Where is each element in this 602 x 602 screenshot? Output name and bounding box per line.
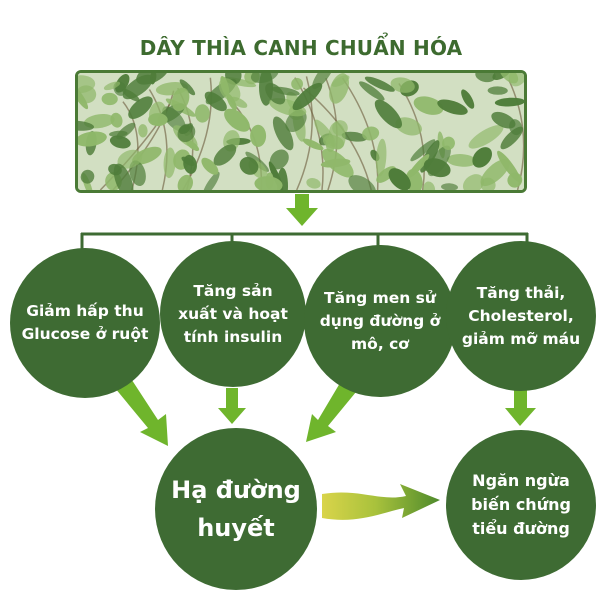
leaf-shape: [204, 91, 227, 112]
leaf-shape: [423, 181, 436, 190]
leaf-shape: [407, 154, 430, 179]
effect-circle-1: Giảm hấp thu Glucose ở ruột: [10, 248, 160, 398]
leaf-shape: [117, 149, 143, 169]
leaf-shape: [446, 154, 477, 167]
leaf-shape: [461, 89, 475, 109]
leaf-shape: [185, 139, 200, 152]
diagram-title: DÂY THÌA CANH CHUẨN HÓA: [139, 36, 463, 60]
effect-circle-3: Tăng men sử dụng đường ở mô, cơ: [304, 245, 456, 397]
leaf-shape: [509, 119, 523, 136]
leaf-shape: [201, 157, 219, 175]
leaf-shape: [78, 120, 95, 131]
leaf-shape: [148, 113, 168, 127]
leaf-shape: [375, 138, 387, 177]
effect-4-text: Tăng thải, Cholesterol, giảm mỡ máu: [461, 283, 581, 348]
leaf-shape: [306, 178, 321, 189]
effect-circle-2: Tăng sản xuất và hoạt tính insulin: [160, 241, 306, 387]
arrow-effect2-to-main: [218, 388, 246, 424]
leaf-shape: [254, 176, 283, 190]
leaf-shape: [437, 99, 468, 115]
plant-foliage-illustration: [78, 73, 524, 190]
arrow-effect4-to-secondary: [505, 390, 536, 426]
leaf-shape: [122, 88, 140, 102]
leaf-shape: [181, 156, 195, 166]
leaf-shape: [395, 117, 422, 136]
leaf-shape: [178, 124, 191, 135]
main-outcome-circle: Hạ đường huyết: [155, 428, 317, 590]
secondary-outcome-text: Ngăn ngừa biến chứng tiểu đường: [471, 471, 571, 538]
leaf-shape: [224, 108, 250, 132]
leaf-shape: [80, 169, 95, 184]
leaf-shape: [78, 84, 89, 110]
leaf-shape: [272, 116, 294, 151]
leaf-shape: [410, 139, 436, 162]
leaf-shape: [291, 77, 304, 90]
leaf-shape: [507, 172, 523, 188]
leaf-shape: [413, 96, 444, 115]
leaf-shape: [472, 147, 493, 168]
effect-1-text: Giảm hấp thu Glucose ở ruột: [21, 302, 149, 343]
leaf-shape: [202, 171, 220, 190]
leaf-shape: [348, 175, 377, 190]
leaf-shape: [374, 99, 403, 129]
leaf-shape: [218, 78, 241, 102]
main-outcome-text: Hạ đường huyết: [171, 476, 301, 542]
leaf-shape: [171, 87, 190, 112]
leaf-shape: [312, 73, 335, 90]
leaf-shape: [109, 135, 131, 149]
leaf-shape: [250, 73, 279, 84]
leaf-shape: [390, 77, 415, 93]
leaf-shape: [302, 138, 324, 151]
leaf-shape: [494, 97, 524, 107]
leaf-shape: [138, 124, 148, 138]
big-curved-arrow: [322, 484, 440, 520]
effect-3-text: Tăng men sử dụng đường ở mô, cơ: [319, 288, 441, 353]
leaf-shape: [508, 73, 524, 87]
leaf-shape: [213, 144, 237, 166]
leaf-shape: [177, 174, 193, 190]
leaf-shape: [78, 131, 107, 147]
leaf-shape: [128, 96, 153, 119]
leaf-shape: [442, 136, 455, 150]
leaf-shape: [362, 126, 380, 141]
secondary-outcome-circle: Ngăn ngừa biến chứng tiểu đường: [446, 430, 596, 580]
leaf-shape: [109, 130, 128, 137]
leaf-shape: [364, 76, 395, 92]
leaf-shape: [480, 177, 496, 190]
leaf-shape: [163, 147, 176, 179]
leaf-shape: [103, 81, 121, 91]
leaf-shape: [359, 81, 385, 101]
leaf-shape: [113, 163, 134, 190]
leaf-shape: [101, 92, 118, 106]
photo-down-arrow: [286, 194, 318, 226]
leaf-shape: [331, 75, 350, 87]
arrow-effect3-to-main: [306, 383, 356, 442]
leaf-shape: [110, 112, 123, 128]
effect-2-text: Tăng sản xuất và hoạt tính insulin: [178, 281, 288, 346]
leaf-shape: [269, 149, 289, 170]
leaf-shape: [271, 86, 300, 96]
leaf-shape: [468, 125, 504, 149]
leaf-shape: [239, 156, 259, 175]
leaf-shape: [78, 75, 96, 94]
leaf-shape: [292, 82, 323, 111]
arrow-effect1-to-main: [110, 374, 168, 446]
leaf-shape: [179, 79, 196, 96]
leaf-shape: [250, 124, 267, 147]
leaf-shape: [341, 131, 367, 142]
leaf-shape: [388, 168, 411, 190]
leaf-shape: [462, 174, 485, 190]
leaf-shape: [194, 104, 210, 123]
leaf-shape: [441, 183, 458, 190]
leaf-shape: [487, 86, 508, 95]
plant-photo: [75, 70, 527, 193]
leaf-shape: [320, 158, 351, 168]
effect-circle-4: Tăng thải, Cholesterol, giảm mỡ máu: [446, 241, 596, 391]
leaf-shape: [475, 73, 496, 83]
leaf-shape: [423, 158, 451, 178]
leaf-shape: [328, 122, 346, 150]
